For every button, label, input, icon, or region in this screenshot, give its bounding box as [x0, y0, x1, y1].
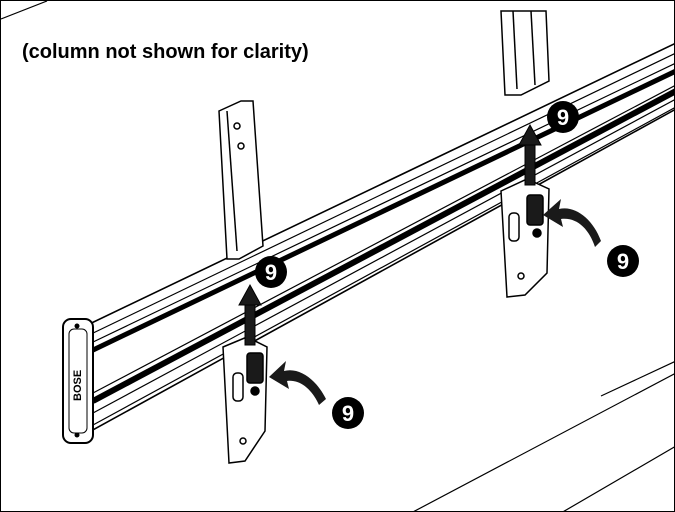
left-bracket-arm — [218, 100, 264, 260]
right-clip-hole — [517, 272, 525, 280]
right-clip-bracket — [500, 178, 550, 298]
left-clip-slot — [232, 372, 244, 402]
right-clip-slot — [508, 212, 520, 242]
left-clip-hole — [239, 437, 247, 445]
rail-edge-5 — [92, 107, 674, 426]
curved-arrow-right-shape — [543, 199, 601, 247]
rail-groove-top — [89, 69, 674, 354]
rail-edge-3 — [92, 85, 674, 394]
callout-top-right-label: 9 — [557, 105, 569, 130]
end-cap-screw-top — [74, 323, 80, 329]
left-clip-knob — [250, 386, 260, 396]
callout-right-label: 9 — [617, 249, 629, 274]
up-arrow-right-shaft — [524, 140, 536, 186]
end-cap-screw-bottom — [74, 432, 80, 438]
floor-line-1 — [600, 361, 674, 397]
floor-line-2 — [413, 373, 674, 511]
floor-line-3 — [563, 446, 674, 511]
callout-left-bottom-label: 9 — [342, 401, 354, 426]
left-bracket-hole-1 — [233, 122, 241, 130]
up-arrow-left — [238, 283, 262, 346]
right-clip-latch — [526, 194, 544, 226]
rail-edge-4 — [92, 99, 674, 414]
up-arrow-left-shaft — [244, 300, 256, 346]
rail-groove-bottom — [91, 88, 674, 404]
callout-left-top: 9 — [255, 256, 287, 288]
corner-line-top-left — [1, 1, 48, 20]
left-bracket-line — [226, 110, 238, 252]
left-upper-bracket — [218, 100, 264, 260]
left-bracket-hole-2 — [237, 142, 245, 150]
callout-left-top-label: 9 — [265, 260, 277, 285]
up-arrow-right-head — [518, 123, 542, 146]
up-arrow-left-head — [238, 283, 262, 306]
callout-right: 9 — [607, 245, 639, 277]
curved-arrow-right — [543, 199, 601, 247]
left-clip-bracket — [222, 336, 268, 464]
rail-end-cap: BOSE — [62, 318, 94, 444]
callout-top-right: 9 — [547, 101, 579, 133]
rail-edge-1 — [88, 53, 674, 336]
diagram-caption: (column not shown for clarity) — [22, 41, 309, 63]
left-clip-latch — [246, 352, 264, 384]
mounting-rail — [78, 43, 674, 433]
rail-edge-2 — [90, 63, 674, 344]
right-bracket-line-2 — [530, 10, 536, 86]
right-bracket-arm — [500, 10, 550, 96]
end-cap-logo: BOSE — [72, 370, 84, 401]
callout-left-bottom: 9 — [332, 397, 364, 429]
right-upper-bracket — [500, 10, 550, 96]
right-clip-knob — [532, 228, 542, 238]
right-bracket-line — [512, 10, 518, 90]
curved-arrow-left-shape — [269, 361, 326, 405]
up-arrow-right — [518, 123, 542, 186]
curved-arrow-left — [269, 361, 326, 405]
